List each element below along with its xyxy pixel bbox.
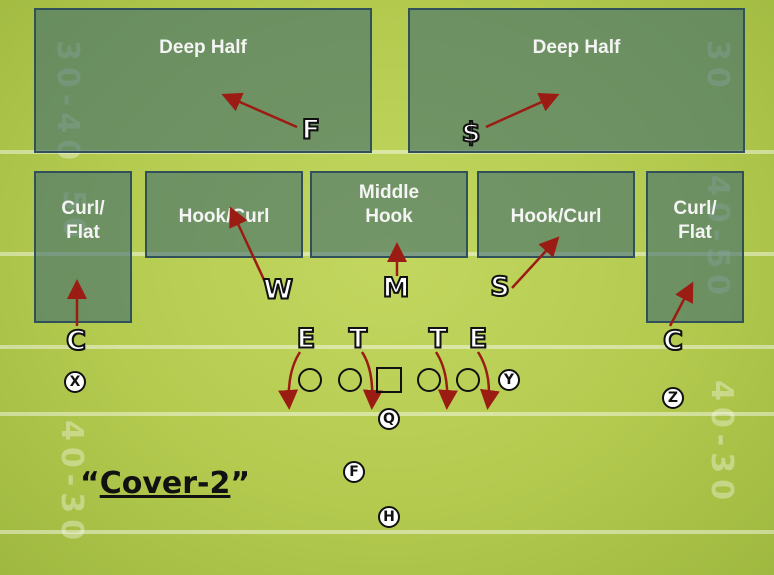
- player-tackle-right: T: [428, 323, 448, 355]
- offense-z-receiver: Z: [662, 387, 684, 409]
- zone-label: Middle Hook: [358, 182, 420, 227]
- zone-curl-flat-right: Curl/ Flat: [646, 171, 744, 323]
- zone-hook-curl-left: Hook/Curl: [145, 171, 303, 258]
- diagram-title: “Cover-2”: [80, 466, 250, 501]
- offensive-center: [376, 367, 402, 393]
- player-end-left: E: [296, 323, 317, 355]
- yard-line: [0, 150, 774, 154]
- arrow-tackle-left: [360, 351, 383, 410]
- player-end-right: E: [468, 323, 489, 355]
- yard-number: 40-30: [704, 380, 739, 506]
- player-corner-right: C: [662, 325, 684, 357]
- offense-quarterback: Q: [378, 408, 400, 430]
- player-mike: M: [382, 272, 411, 304]
- zone-deep-half-left: Deep Half: [34, 8, 372, 153]
- player-tackle-left: T: [348, 323, 368, 355]
- offensive-lineman: [417, 368, 441, 392]
- player-will: W: [262, 274, 294, 306]
- offensive-lineman: [456, 368, 480, 392]
- player-free-safety: F: [301, 114, 322, 146]
- offense-fullback: F: [343, 461, 365, 483]
- arrow-tackle-right: [434, 351, 458, 410]
- player-corner-left: C: [65, 325, 87, 357]
- offense-halfback: H: [378, 506, 400, 528]
- offense-x-receiver: X: [64, 371, 86, 393]
- yard-line: [0, 530, 774, 534]
- arrow-end-left: [278, 351, 302, 410]
- yard-number: 40-30: [54, 420, 89, 546]
- player-strong-safety: $: [461, 117, 482, 149]
- arrow-end-right: [476, 351, 500, 410]
- zone-label: Deep Half: [532, 37, 621, 58]
- arrow-corner-right: [668, 281, 694, 327]
- zone-label: Deep Half: [159, 37, 247, 58]
- title-open-quote: “: [80, 466, 100, 501]
- offensive-lineman: [338, 368, 362, 392]
- zone-label: Curl/ Flat: [61, 198, 105, 243]
- yard-line: [0, 345, 774, 349]
- offensive-lineman: [298, 368, 322, 392]
- zone-deep-half-right: Deep Half: [408, 8, 745, 153]
- zone-label: Curl/ Flat: [673, 198, 717, 243]
- zone-label: Hook/Curl: [510, 206, 602, 227]
- title-text: Cover-2: [99, 466, 231, 501]
- arrow-will: [229, 206, 268, 285]
- arrow-strong-safety: [485, 93, 560, 129]
- arrow-sam: [511, 236, 560, 289]
- offense-tight-end: Y: [498, 369, 520, 391]
- player-sam: S: [489, 271, 511, 303]
- arrow-free-safety: [221, 92, 298, 129]
- title-close-quote: ”: [230, 466, 251, 501]
